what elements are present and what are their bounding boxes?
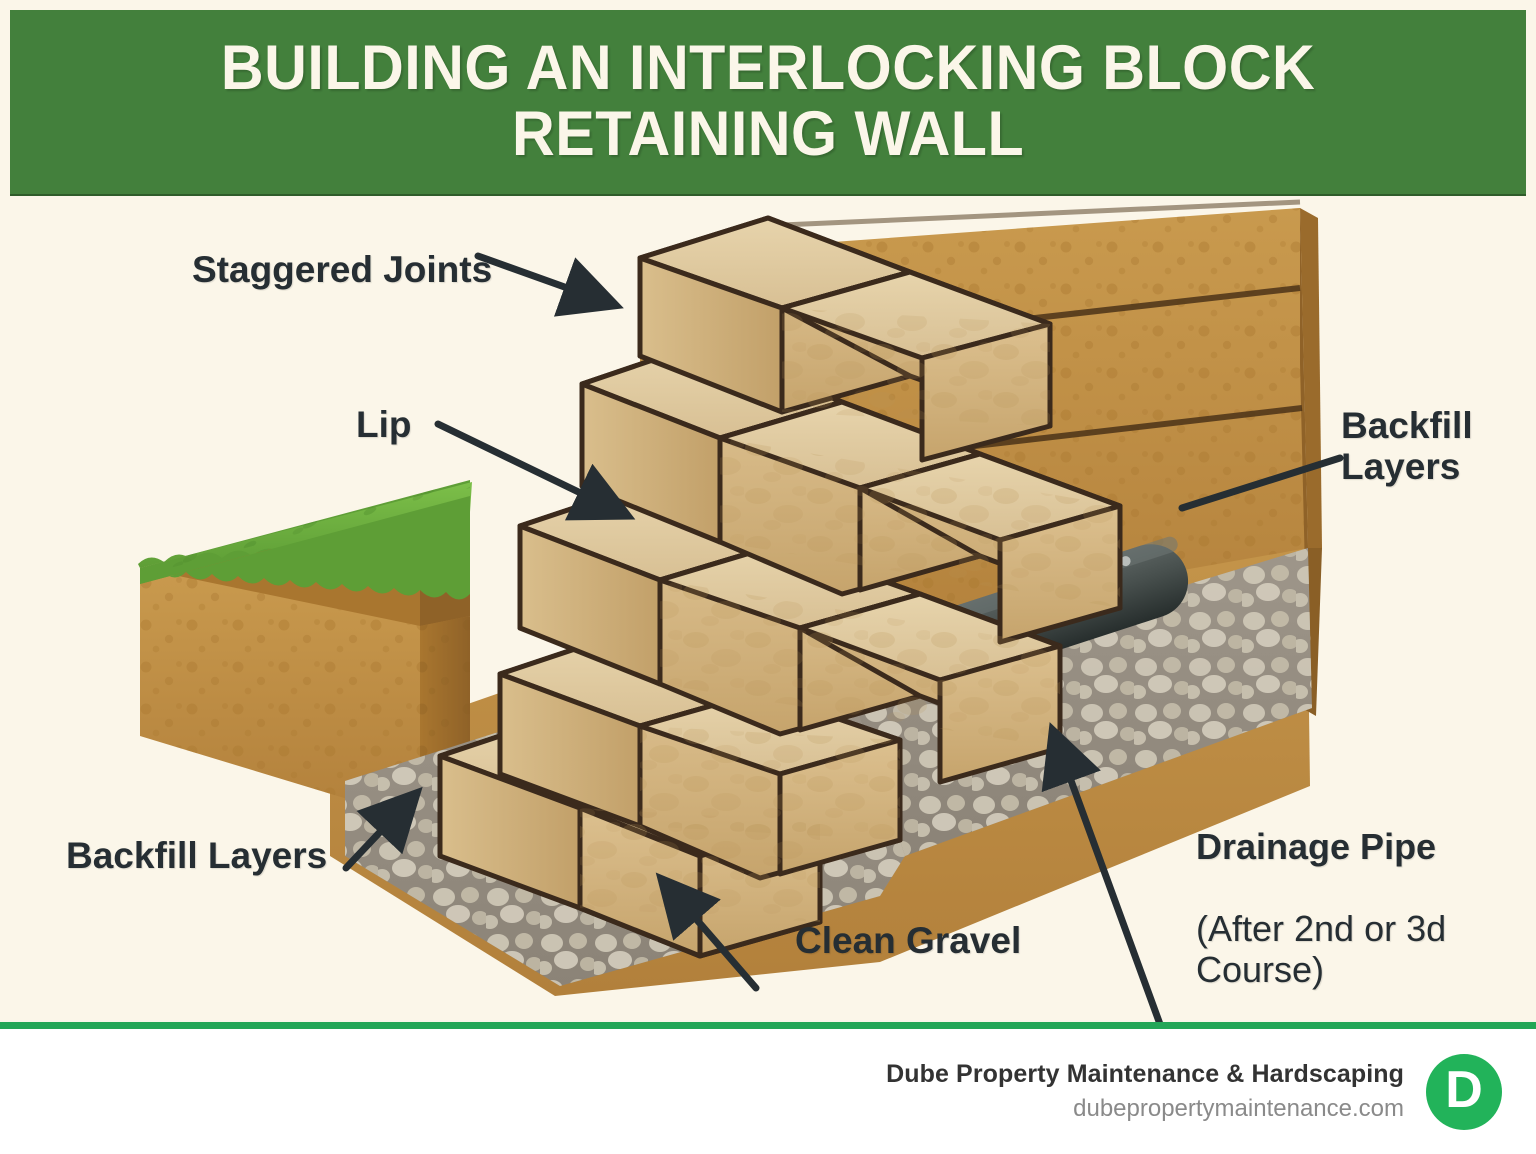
label-clean-gravel: Clean Gravel — [795, 920, 1022, 961]
block-texture-overlay — [580, 308, 1120, 922]
grass-layer — [138, 480, 472, 600]
label-staggered-joints: Staggered Joints — [192, 249, 493, 290]
label-drainage-pipe-note: (After 2nd or 3d Course) — [1196, 908, 1447, 991]
arrow-lip — [434, 420, 636, 521]
footer: Dube Property Maintenance & Hardscaping … — [0, 1029, 1536, 1154]
green-divider — [0, 1022, 1536, 1029]
arrow-clean-gravel — [655, 872, 760, 992]
header-bar: BUILDING AN INTERLOCKING BLOCK RETAINING… — [10, 10, 1526, 196]
callout-arrows — [342, 252, 1344, 1022]
label-backfill-layers-left: Backfill Layers — [66, 835, 328, 876]
label-drainage-pipe-title: Drainage Pipe — [1196, 826, 1437, 868]
retaining-wall-illustration — [0, 196, 1536, 1022]
label-backfill-layers-right: Backfill Layers — [1341, 405, 1473, 488]
page-title: BUILDING AN INTERLOCKING BLOCK RETAINING… — [220, 33, 1316, 169]
arrow-backfill-left — [342, 786, 423, 872]
brand-logo-icon: D — [1426, 1053, 1502, 1130]
label-drainage-pipe: Drainage Pipe (After 2nd or 3d Course) — [1196, 785, 1446, 1031]
wall-diagram-svg — [138, 199, 1344, 1022]
footer-company-name: Dube Property Maintenance & Hardscaping — [886, 1060, 1404, 1088]
arrow-staggered-joints — [474, 252, 624, 317]
footer-website-url[interactable]: dubepropertymaintenance.com — [1073, 1095, 1404, 1122]
leader-backfill-right — [1178, 454, 1344, 512]
label-lip: Lip — [356, 404, 412, 445]
logo-letter: D — [1445, 1061, 1483, 1119]
arrow-drainage-pipe — [1041, 722, 1163, 1022]
footer-text-group: Dube Property Maintenance & Hardscaping … — [886, 1060, 1404, 1123]
